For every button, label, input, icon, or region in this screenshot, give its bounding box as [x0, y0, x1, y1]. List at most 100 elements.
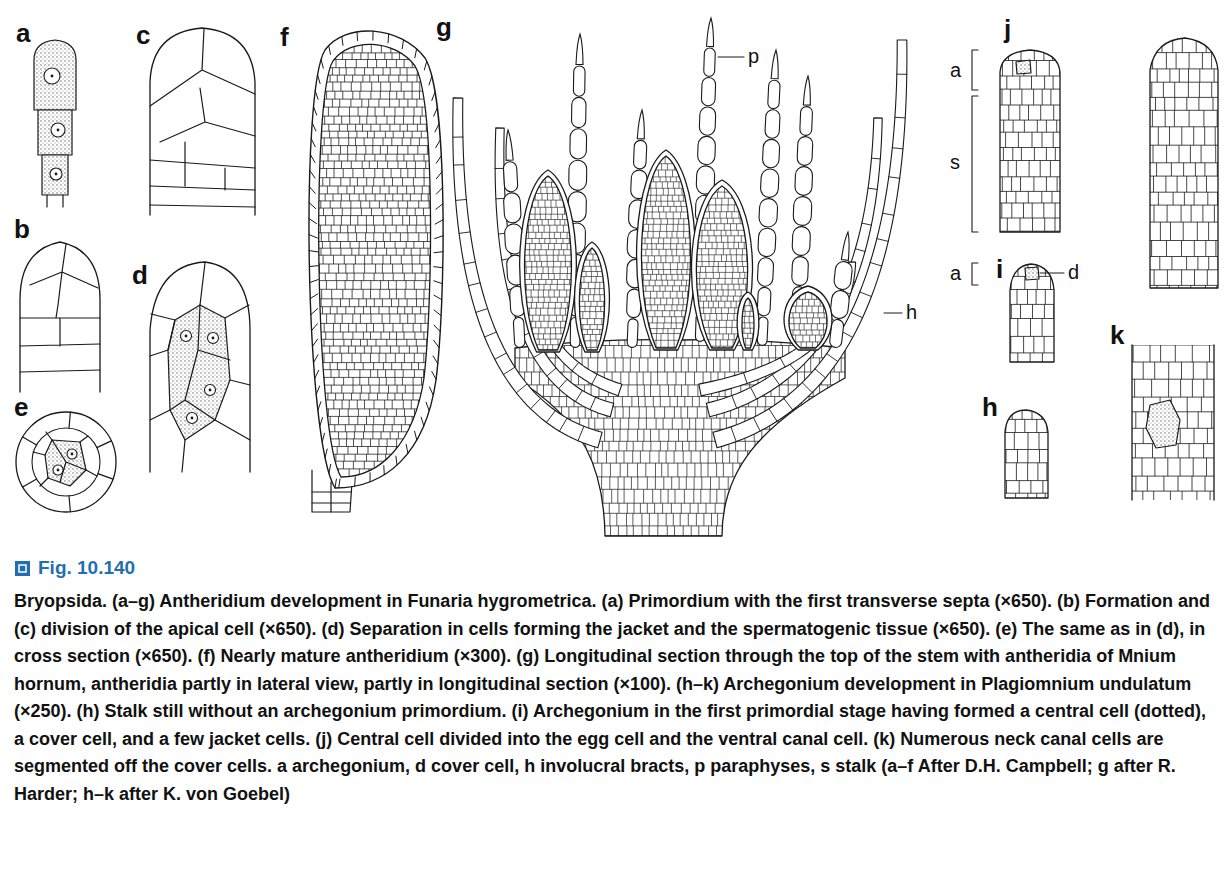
paraphysis-cell	[704, 48, 716, 77]
outline	[1005, 410, 1048, 498]
tissue-ground	[1010, 264, 1054, 362]
cell-wall	[764, 286, 852, 354]
nucleus	[51, 123, 65, 137]
primordium-cell	[42, 155, 68, 195]
jacket-wall	[150, 263, 250, 472]
paraphysis-tip	[576, 34, 583, 65]
panel-letter: a	[16, 20, 30, 46]
nucleus	[205, 385, 216, 396]
paraphysis-tip	[771, 50, 779, 79]
panel-letter: f	[280, 24, 289, 50]
paraphysis-cell	[762, 139, 780, 168]
nucleus	[53, 465, 63, 475]
cell-wall	[52, 440, 86, 482]
panel-b-apical-cell	[20, 242, 100, 392]
paraphysis-cell	[503, 161, 518, 192]
nucleus	[44, 68, 60, 84]
paraphysis-cell	[792, 226, 811, 256]
outline	[1150, 38, 1218, 288]
paraphysis-tip	[637, 110, 645, 139]
spermatogenic-tissue	[764, 286, 852, 354]
spermatogenic-cell	[168, 305, 230, 440]
antheridium	[575, 242, 610, 352]
primordium-cell	[34, 40, 76, 110]
spermatogenic-tissue	[300, 30, 450, 494]
figure-icon	[19, 565, 26, 572]
jacket-inner	[32, 428, 100, 496]
outline	[150, 28, 255, 215]
nucleus	[187, 413, 198, 424]
outline	[641, 156, 690, 348]
stalk-tissue	[1000, 405, 1052, 506]
outline	[579, 248, 604, 350]
paraphysis-cell	[513, 317, 525, 348]
paraphysis-cell	[697, 136, 715, 165]
cell-wall	[1132, 345, 1214, 506]
bracket	[972, 50, 978, 90]
jacket	[309, 31, 443, 488]
paraphysis-tip	[803, 76, 811, 105]
part-label: a	[950, 263, 961, 283]
paraphysis-cell	[768, 80, 781, 109]
nucleus	[181, 331, 192, 342]
neck-tissue	[1132, 345, 1214, 506]
panels-h-k-archegonium	[972, 35, 1222, 506]
nucleolus	[55, 173, 58, 176]
nucleolus	[51, 75, 54, 78]
leader-line	[884, 313, 902, 314]
nucleolus	[71, 453, 74, 456]
archegonium-tissue	[1005, 260, 1058, 366]
nucleolus	[212, 337, 215, 340]
panel-c-apical-division	[150, 28, 255, 215]
outline	[1010, 264, 1054, 362]
spermatogenic-tissue	[560, 242, 624, 355]
figure-caption: Bryopsida. (a–g) Antheridium development…	[14, 588, 1218, 808]
paraphysis-cell	[569, 160, 587, 190]
bracket	[972, 96, 978, 232]
filament	[47, 195, 63, 207]
paraphysis-cell	[800, 106, 813, 135]
paraphysis-cell	[627, 319, 638, 348]
paraphysis-tip	[841, 232, 851, 261]
paraphysis-cell	[757, 287, 771, 316]
cell-wall	[1005, 260, 1058, 366]
part-label: a	[950, 60, 961, 80]
primordium-cell	[38, 110, 72, 155]
nucleolus	[185, 335, 188, 338]
spermatogenic-tissue	[666, 180, 778, 352]
nucleolus	[57, 129, 60, 132]
panel-letter: h	[982, 394, 998, 420]
paraphysis-cell	[792, 256, 809, 285]
outline	[20, 242, 100, 392]
panel-d-jacket-spermatogenic	[150, 262, 250, 472]
nucleus	[208, 333, 219, 344]
nucleolus	[191, 417, 194, 420]
paraphysis-cell	[758, 228, 776, 257]
paraphysis-cell	[571, 97, 586, 127]
cell-wall	[560, 242, 624, 355]
cell-wall	[300, 30, 450, 494]
part-label: d	[1068, 262, 1079, 282]
archegonium-tissue	[1145, 35, 1222, 299]
paraphysis-cell	[633, 140, 647, 169]
paraphysis-cell	[759, 198, 778, 227]
paraphysis-cell	[793, 196, 812, 226]
panel-letter: c	[136, 22, 150, 48]
outline	[1000, 50, 1060, 232]
tissue-ground	[1000, 50, 1060, 232]
antheridium	[737, 292, 759, 350]
paraphysis-cell	[797, 136, 813, 165]
central-cell	[1025, 267, 1039, 280]
guide	[309, 31, 443, 488]
paraphysis-cell	[757, 257, 774, 286]
paraphysis-cell	[701, 77, 716, 106]
cell-wall	[666, 180, 778, 352]
outline	[1132, 345, 1214, 500]
nucleolus	[209, 389, 212, 392]
panel-letter: j	[1004, 16, 1011, 42]
nucleus	[50, 168, 62, 180]
figure-icon	[15, 561, 30, 576]
paraphysis-cell	[570, 129, 587, 159]
nucleolus	[57, 469, 60, 472]
